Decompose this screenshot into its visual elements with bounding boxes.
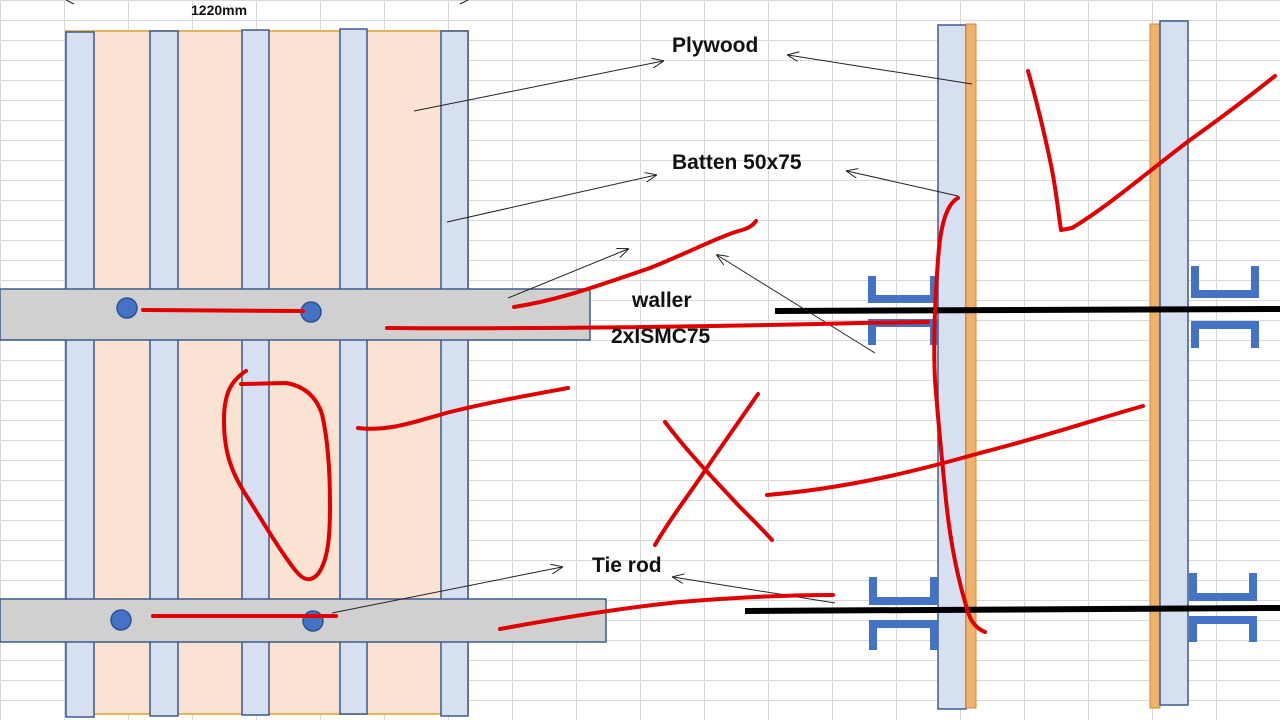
arrow-batten-from-section bbox=[847, 171, 959, 197]
channel-lower-right-top bbox=[1189, 573, 1257, 601]
section-plywood-right bbox=[1149, 23, 1161, 709]
section-batten-left bbox=[937, 24, 967, 710]
red-stroke-waller-line bbox=[385, 320, 930, 331]
channel-lower-left-bottom bbox=[869, 620, 938, 650]
arrow-plywood-from-section bbox=[788, 55, 973, 85]
arrow-plywood-from-elevation bbox=[413, 61, 663, 112]
front-elevation bbox=[0, 28, 607, 718]
red-check-mark bbox=[1026, 69, 1277, 232]
channel-sections bbox=[868, 266, 1259, 650]
red-annotations bbox=[141, 69, 1277, 634]
waller-upper bbox=[0, 288, 591, 341]
tie-rod-dot-3 bbox=[110, 609, 132, 631]
red-stroke-section-vertical bbox=[932, 196, 987, 634]
channel-upper-right-top bbox=[1191, 266, 1259, 298]
arrow-waller-from-section bbox=[717, 255, 876, 354]
tie-rod-label: Tie rod bbox=[592, 554, 662, 577]
channel-upper-left-bottom bbox=[868, 319, 938, 345]
red-stroke-lower-waller bbox=[498, 593, 835, 631]
red-stroke-oval bbox=[222, 369, 332, 582]
waller-spec-label: 2xISMC75 bbox=[611, 325, 711, 348]
channel-upper-left-top bbox=[868, 276, 938, 303]
tie-rod-dot-1 bbox=[116, 297, 138, 319]
arrow-waller-from-elevation bbox=[507, 249, 628, 299]
red-stroke-middle bbox=[356, 386, 570, 431]
red-stroke-upper-tie bbox=[141, 308, 305, 313]
arrow-tierod-from-elevation bbox=[331, 567, 562, 614]
dimension-tick-left bbox=[65, 0, 75, 5]
red-stroke-section-middle bbox=[765, 404, 1145, 497]
leader-arrows bbox=[331, 55, 973, 614]
batten-label: Batten 50x75 bbox=[672, 151, 802, 174]
section-plywood-left bbox=[965, 23, 977, 709]
dimension-tick-right bbox=[459, 0, 469, 5]
channel-lower-left-top bbox=[869, 577, 938, 605]
channel-lower-right-bottom bbox=[1189, 616, 1257, 642]
red-cross-stroke-2 bbox=[653, 392, 760, 547]
section-view bbox=[744, 20, 1280, 710]
channel-upper-right-bottom bbox=[1191, 321, 1259, 348]
red-cross-stroke-1 bbox=[663, 420, 774, 542]
tie-rod-upper bbox=[774, 306, 1280, 314]
dimension-label: 1220mm bbox=[191, 2, 248, 18]
arrow-tierod-from-section bbox=[673, 577, 836, 604]
waller-label: waller bbox=[632, 289, 692, 312]
red-stroke-batten-pointer bbox=[512, 219, 758, 309]
section-batten-right bbox=[1159, 20, 1189, 706]
plywood-label: Plywood bbox=[672, 34, 759, 57]
tie-rod-lower bbox=[744, 605, 1280, 614]
arrow-batten-from-elevation bbox=[446, 175, 656, 223]
